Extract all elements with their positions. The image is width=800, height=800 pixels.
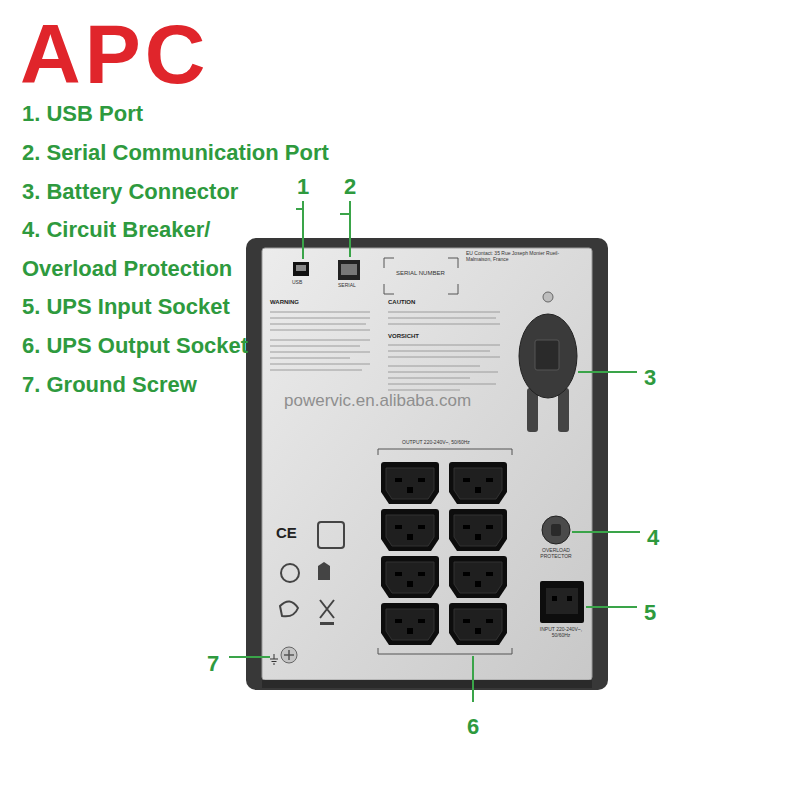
input-rating: INPUT 220-240V~, 50/60Hz	[532, 627, 590, 639]
input-pin	[552, 596, 557, 601]
usb-port-inner	[296, 265, 306, 271]
output-socket	[381, 462, 439, 504]
leader-line	[349, 201, 351, 257]
leader-line	[340, 213, 350, 215]
battery-connector	[519, 314, 577, 398]
callout-number: 1	[297, 167, 309, 206]
input-socket-inner	[546, 588, 578, 614]
leader-line	[229, 656, 270, 658]
parts-list-item: 1. USB Port	[22, 94, 143, 133]
parts-list-item: 6. UPS Output Socket	[22, 326, 248, 365]
callout-number: 6	[467, 707, 479, 746]
leader-lines	[229, 201, 640, 702]
ups-case	[246, 238, 608, 690]
caution-heading: CAUTION	[388, 299, 415, 306]
serial-number-frame	[384, 258, 458, 294]
output-socket	[381, 509, 439, 551]
certification-icon	[281, 564, 299, 582]
port-label: SERIAL	[338, 283, 356, 289]
contact-note: EU Contact: 35 Rue Joseph Monier Rueil-M…	[466, 251, 576, 263]
callout-number: 5	[644, 593, 656, 632]
user-icon	[318, 562, 330, 580]
output-socket	[449, 509, 507, 551]
callout-number: 4	[647, 518, 659, 557]
leader-line	[572, 531, 640, 533]
caution-heading: VORSICHT	[388, 333, 419, 340]
circuit-breaker	[542, 516, 570, 544]
callout-number: 2	[344, 167, 356, 206]
output-bracket	[378, 449, 512, 455]
parts-list-item: 7. Ground Screw	[22, 365, 197, 404]
case-foot	[262, 680, 592, 688]
usb-port	[293, 262, 309, 276]
output-socket	[449, 556, 507, 598]
weee-bar	[320, 622, 334, 625]
callout-number: 3	[644, 358, 656, 397]
weee-icon	[320, 600, 334, 618]
screw-slot	[284, 650, 294, 660]
output-rating: OUTPUT 220-240V~, 50/60Hz	[402, 440, 470, 446]
output-socket	[381, 556, 439, 598]
serial-port-inner	[341, 264, 357, 275]
serial-number-label: SERIAL NUMBER	[396, 270, 445, 277]
callout-number: 7	[207, 644, 219, 683]
parts-list-item: 5. UPS Input Socket	[22, 287, 230, 326]
ground-symbol	[270, 654, 278, 664]
parts-list-item: 4. Circuit Breaker/ Overload Protection	[22, 210, 262, 288]
ce-mark: CE	[276, 524, 297, 541]
parts-list-item: 3. Battery Connector	[22, 172, 238, 211]
parts-list-item: 2. Serial Communication Port	[22, 133, 329, 172]
recycle-icon	[280, 601, 298, 616]
output-socket	[449, 603, 507, 645]
brand-logo: APC	[20, 12, 209, 96]
rear-panel	[262, 248, 592, 680]
leader-line	[578, 371, 637, 373]
serial-port	[338, 260, 360, 280]
leader-line	[472, 656, 474, 702]
warning-heading: WARNING	[270, 299, 299, 306]
certification-icon	[318, 522, 344, 548]
output-socket	[449, 462, 507, 504]
fine-print	[270, 312, 500, 390]
breaker-button	[551, 524, 561, 536]
leader-line	[296, 208, 303, 210]
leader-line	[586, 606, 637, 608]
panel-screw	[543, 292, 553, 302]
breaker-label: OVERLOAD PROTECTOR	[533, 548, 579, 560]
input-socket	[540, 581, 584, 623]
ground-screw	[281, 647, 297, 663]
output-socket	[381, 603, 439, 645]
port-label: USB	[292, 280, 302, 286]
input-pin	[567, 596, 572, 601]
watermark: powervic.en.alibaba.com	[284, 391, 471, 411]
battery-connector-plug	[535, 340, 559, 370]
output-bracket	[378, 648, 512, 654]
